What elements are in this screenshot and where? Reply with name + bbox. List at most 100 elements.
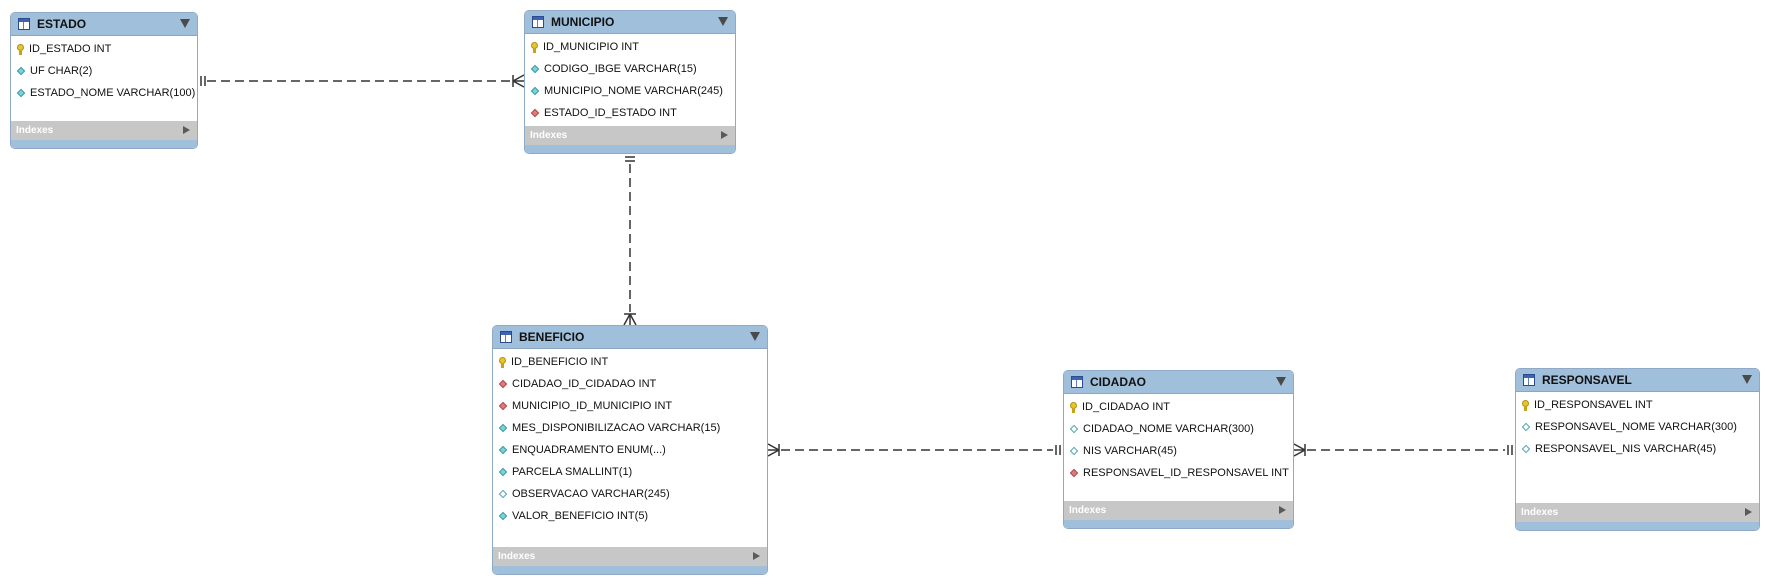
column-list: ID_CIDADAO INT CIDADAO_NOME VARCHAR(300) N… xyxy=(1064,394,1293,484)
column-row[interactable]: CIDADAO_ID_CIDADAO INT xyxy=(493,373,767,395)
column-row[interactable]: ID_CIDADAO INT xyxy=(1064,396,1293,418)
column-label: CIDADAO_NOME VARCHAR(300) xyxy=(1083,423,1254,435)
many-cardinality-mark xyxy=(767,449,780,457)
column-label: MUNICIPIO_NOME VARCHAR(245) xyxy=(544,85,723,97)
column-row[interactable]: OBSERVACAO VARCHAR(245) xyxy=(493,483,767,505)
column-row[interactable]: CIDADAO_NOME VARCHAR(300) xyxy=(1064,418,1293,440)
table-title: CIDADAO xyxy=(1090,375,1146,389)
column-row[interactable]: MES_DISPONIBILIZACAO VARCHAR(15) xyxy=(493,417,767,439)
table-municipio[interactable]: MUNICIPIO ID_MUNICIPIO INT CODIGO_IBGE VA… xyxy=(524,10,736,154)
many-cardinality-mark xyxy=(767,443,780,451)
column-row[interactable]: ID_MUNICIPIO INT xyxy=(525,36,735,58)
column-row[interactable]: VALOR_BENEFICIO INT(5) xyxy=(493,505,767,527)
table-footer xyxy=(525,145,735,153)
column-icon xyxy=(1521,422,1531,432)
collapse-toggle-icon[interactable] xyxy=(750,332,760,341)
table-beneficio[interactable]: BENEFICIO ID_BENEFICIO INT CIDADAO_ID_CID… xyxy=(492,325,768,575)
indexes-label: Indexes xyxy=(530,130,568,141)
table-footer xyxy=(493,566,767,574)
column-row[interactable]: ID_BENEFICIO INT xyxy=(493,351,767,373)
column-label: UF CHAR(2) xyxy=(30,65,93,77)
column-row[interactable]: ENQUADRAMENTO ENUM(...) xyxy=(493,439,767,461)
not-null-column-icon xyxy=(16,66,26,76)
expand-arrow-icon[interactable] xyxy=(753,552,760,560)
indexes-label: Indexes xyxy=(1069,505,1107,516)
primary-key-icon xyxy=(499,356,506,368)
column-icon xyxy=(498,489,508,499)
table-header[interactable]: ESTADO xyxy=(11,13,197,36)
collapse-toggle-icon[interactable] xyxy=(180,19,190,28)
collapse-toggle-icon[interactable] xyxy=(1742,375,1752,384)
foreign-key-icon xyxy=(498,401,508,411)
table-footer xyxy=(1064,520,1293,528)
expand-arrow-icon[interactable] xyxy=(1745,508,1752,516)
column-icon xyxy=(1521,444,1531,454)
table-title: RESPONSAVEL xyxy=(1542,373,1632,387)
column-label: ID_BENEFICIO INT xyxy=(511,356,609,368)
column-list: ID_RESPONSAVEL INT RESPONSAVEL_NOME VARCH… xyxy=(1516,392,1759,460)
column-label: ESTADO_ID_ESTADO INT xyxy=(544,107,677,119)
not-null-column-icon xyxy=(498,511,508,521)
many-cardinality-mark xyxy=(512,80,525,88)
column-row[interactable]: UF CHAR(2) xyxy=(11,60,197,82)
not-null-column-icon xyxy=(498,423,508,433)
primary-key-icon xyxy=(1522,399,1529,411)
many-cardinality-mark xyxy=(623,313,631,326)
column-list: ID_BENEFICIO INT CIDADAO_ID_CIDADAO INT MU… xyxy=(493,349,767,527)
column-label: VALOR_BENEFICIO INT(5) xyxy=(512,510,649,522)
column-label: ID_MUNICIPIO INT xyxy=(543,41,639,53)
table-header[interactable]: RESPONSAVEL xyxy=(1516,369,1759,392)
column-row[interactable]: MUNICIPIO_ID_MUNICIPIO INT xyxy=(493,395,767,417)
column-label: ID_RESPONSAVEL INT xyxy=(1534,399,1653,411)
many-cardinality-mark xyxy=(512,74,525,82)
table-title: MUNICIPIO xyxy=(551,15,615,29)
column-label: MES_DISPONIBILIZACAO VARCHAR(15) xyxy=(512,422,721,434)
table-responsavel[interactable]: RESPONSAVEL ID_RESPONSAVEL INT RESPONSAVE… xyxy=(1515,368,1760,531)
column-icon xyxy=(1069,424,1079,434)
table-header[interactable]: CIDADAO xyxy=(1064,371,1293,394)
column-row[interactable]: ESTADO_NOME VARCHAR(100) xyxy=(11,82,197,104)
column-label: RESPONSAVEL_NIS VARCHAR(45) xyxy=(1535,443,1717,455)
column-row[interactable]: RESPONSAVEL_NOME VARCHAR(300) xyxy=(1516,416,1759,438)
column-row[interactable]: ID_ESTADO INT xyxy=(11,38,197,60)
column-label: MUNICIPIO_ID_MUNICIPIO INT xyxy=(512,400,673,412)
column-row[interactable]: MUNICIPIO_NOME VARCHAR(245) xyxy=(525,80,735,102)
indexes-section[interactable]: Indexes xyxy=(493,547,767,566)
expand-arrow-icon[interactable] xyxy=(721,131,728,139)
table-footer xyxy=(11,140,197,148)
column-row[interactable]: NIS VARCHAR(45) xyxy=(1064,440,1293,462)
indexes-label: Indexes xyxy=(498,551,536,562)
table-header[interactable]: MUNICIPIO xyxy=(525,11,735,34)
expand-arrow-icon[interactable] xyxy=(183,126,190,134)
collapse-toggle-icon[interactable] xyxy=(1276,377,1286,386)
primary-key-icon xyxy=(531,41,538,53)
many-cardinality-mark xyxy=(1293,449,1306,457)
not-null-column-icon xyxy=(530,86,540,96)
column-row[interactable]: ID_RESPONSAVEL INT xyxy=(1516,394,1759,416)
indexes-section[interactable]: Indexes xyxy=(1064,501,1293,520)
table-header[interactable]: BENEFICIO xyxy=(493,326,767,349)
column-row[interactable]: ESTADO_ID_ESTADO INT xyxy=(525,102,735,124)
table-icon xyxy=(1071,376,1083,388)
column-label: RESPONSAVEL_ID_RESPONSAVEL INT xyxy=(1083,467,1289,479)
column-row[interactable]: RESPONSAVEL_NIS VARCHAR(45) xyxy=(1516,438,1759,460)
collapse-toggle-icon[interactable] xyxy=(718,17,728,26)
column-label: RESPONSAVEL_NOME VARCHAR(300) xyxy=(1535,421,1737,433)
table-icon xyxy=(500,331,512,343)
column-label: OBSERVACAO VARCHAR(245) xyxy=(512,488,670,500)
table-cidadao[interactable]: CIDADAO ID_CIDADAO INT CIDADAO_NOME VARCH… xyxy=(1063,370,1294,529)
indexes-label: Indexes xyxy=(1521,507,1559,518)
column-row[interactable]: CODIGO_IBGE VARCHAR(15) xyxy=(525,58,735,80)
column-row[interactable]: RESPONSAVEL_ID_RESPONSAVEL INT xyxy=(1064,462,1293,484)
indexes-section[interactable]: Indexes xyxy=(525,126,735,145)
table-icon xyxy=(18,18,30,30)
indexes-section[interactable]: Indexes xyxy=(11,121,197,140)
table-estado[interactable]: ESTADO ID_ESTADO INT UF CHAR(2) ESTADO_NOM… xyxy=(10,12,198,149)
expand-arrow-icon[interactable] xyxy=(1279,506,1286,514)
table-title: BENEFICIO xyxy=(519,330,585,344)
indexes-section[interactable]: Indexes xyxy=(1516,503,1759,522)
many-cardinality-mark xyxy=(629,313,637,326)
foreign-key-icon xyxy=(498,379,508,389)
column-row[interactable]: PARCELA SMALLINT(1) xyxy=(493,461,767,483)
